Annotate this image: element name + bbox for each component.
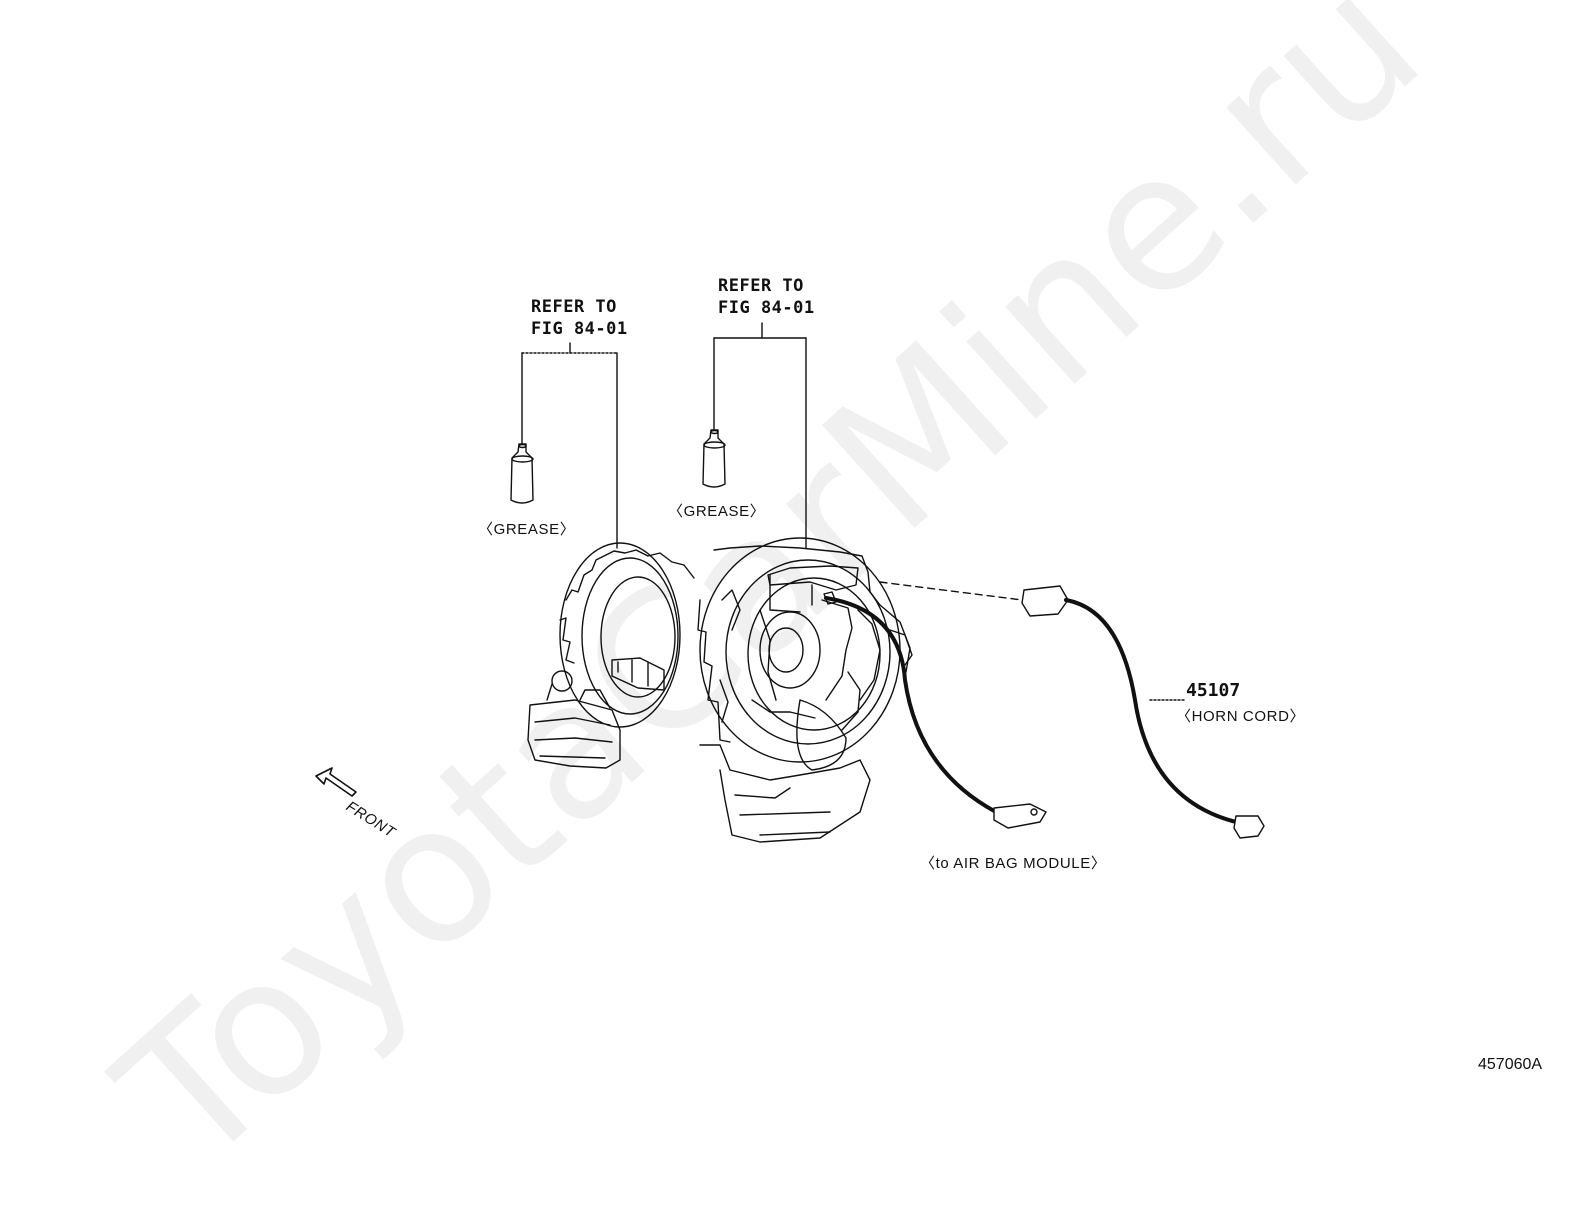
front-arrow-icon bbox=[315, 767, 357, 797]
left-grease-label: 〈GREASE〉 bbox=[478, 521, 576, 538]
spiral-cable-main bbox=[697, 537, 913, 843]
air-bag-module-label: 〈to AIR BAG MODULE〉 bbox=[920, 855, 1107, 872]
airbag-wire bbox=[823, 591, 1047, 829]
right-refer-line1: REFER TO bbox=[718, 276, 804, 296]
parts-diagram: ToyotaCarMine.ru bbox=[79, 0, 1543, 1207]
horn-cord-part bbox=[1021, 585, 1265, 839]
grease-bottle-right-icon bbox=[702, 429, 726, 488]
left-refer-line2: FIG 84-01 bbox=[531, 319, 628, 339]
figure-id: 457060A bbox=[1478, 1056, 1543, 1073]
spiral-cable-rear-housing bbox=[527, 542, 695, 769]
right-callout-leader bbox=[713, 322, 807, 549]
right-grease-label: 〈GREASE〉 bbox=[668, 503, 766, 520]
connector-leader-dashed bbox=[879, 581, 1023, 601]
grease-bottle-left-icon bbox=[510, 443, 534, 504]
right-refer-line2: FIG 84-01 bbox=[718, 298, 815, 318]
horn-cord-name: 〈HORN CORD〉 bbox=[1176, 708, 1306, 725]
horn-cord-part-number: 45107 bbox=[1186, 680, 1241, 701]
diagram-drawing bbox=[315, 322, 1265, 843]
left-refer-line1: REFER TO bbox=[531, 297, 617, 317]
left-callout-leader bbox=[521, 342, 618, 549]
